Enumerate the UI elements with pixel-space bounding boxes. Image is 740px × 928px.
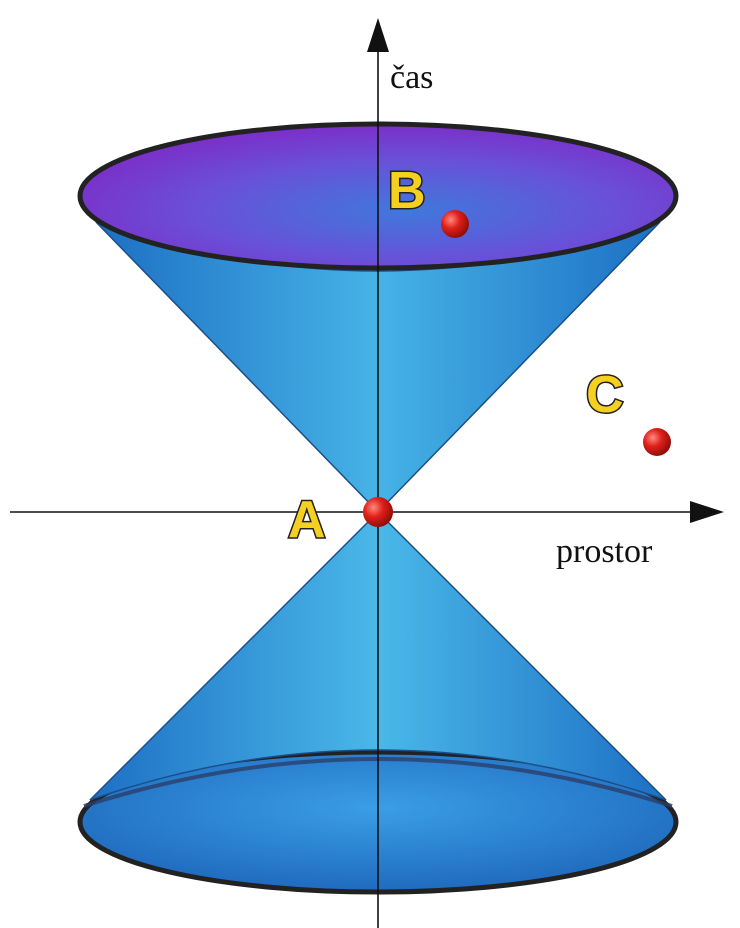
event-b-dot xyxy=(441,210,469,238)
space-axis-arrow-icon xyxy=(690,501,724,523)
event-a-dot xyxy=(363,497,393,527)
event-c-dot xyxy=(643,428,671,456)
time-axis-arrow-icon xyxy=(367,18,389,52)
time-axis-label: čas xyxy=(390,59,433,96)
event-a-label: A xyxy=(288,491,326,549)
event-c-label: C xyxy=(586,366,624,424)
space-axis-label: prostor xyxy=(556,533,653,570)
event-b-label: B xyxy=(388,162,426,220)
